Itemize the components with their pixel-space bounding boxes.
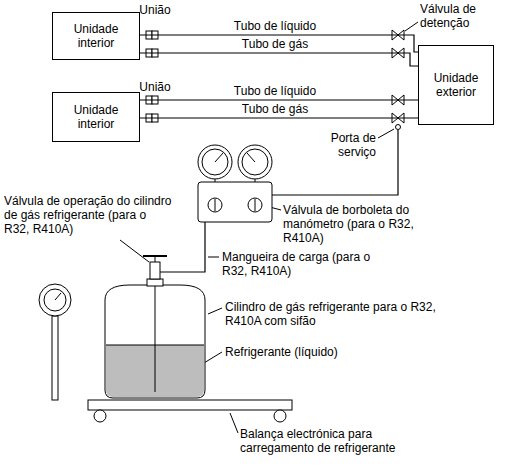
unions — [146, 31, 158, 122]
callout-label: União — [130, 3, 180, 17]
unit-name: Unidade interior — [61, 22, 131, 50]
callout-label: Válvula de borboleta do manómetro (para … — [283, 203, 443, 245]
manifold-gauge — [198, 145, 272, 222]
unit-box: Unidade interior — [52, 12, 140, 60]
charge-hose — [160, 222, 205, 272]
unit-name: Unidade exterior — [427, 71, 485, 99]
pipe-label: Tubo de líquido — [232, 84, 318, 98]
callout-label: Refrigerante (líquido) — [225, 345, 385, 359]
callout-label: Válvula de detenção — [420, 2, 502, 30]
callout-label: Cilindro de gás refrigerante para o R32,… — [225, 300, 440, 328]
unit-name: Unidade interior — [61, 103, 131, 131]
stop-valves — [392, 30, 404, 123]
callout-label: Válvula de operação do cilindro de gás r… — [4, 194, 172, 236]
unit-box: Unidade exterior — [418, 45, 494, 125]
cylinder-valve — [150, 262, 160, 279]
callout-label: Balança electrónica para carregamento de… — [240, 427, 440, 455]
pipe-label: Tubo de gás — [240, 37, 310, 51]
callout-label: Porta de serviço — [318, 131, 376, 159]
refrigerant-pipe — [140, 53, 418, 66]
refrigerant-pipe — [140, 117, 418, 118]
service-port — [396, 125, 401, 130]
refrigerant-cylinder — [105, 256, 205, 398]
pipe-label: Tubo de líquido — [232, 19, 318, 33]
callout-label: União — [130, 80, 180, 94]
charge-hose — [272, 130, 398, 195]
unit-box: Unidade interior — [52, 92, 140, 142]
refrigerant-pipe — [140, 99, 418, 100]
pipe-label: Tubo de gás — [240, 102, 310, 116]
callout-label: Mangueira de carga (para o R32, R410A) — [222, 250, 372, 278]
siphon-tube — [155, 286, 156, 392]
refrigerant-pipe — [140, 35, 418, 52]
